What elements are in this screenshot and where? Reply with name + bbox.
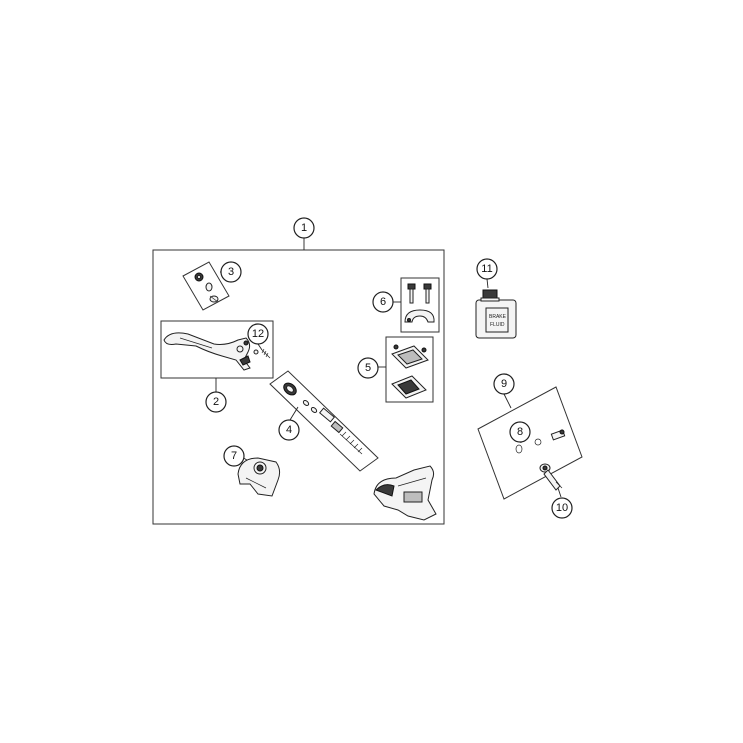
part-5-reservoir-cover [391,344,429,399]
callout-12: 12 [247,323,269,345]
callout-7-label: 7 [231,450,237,462]
frame-part-4 [269,370,379,472]
callout-11: 11 [476,258,498,280]
part-11-fluid-bottle: BRAKE FLUID [475,289,517,339]
callout-12-label: 12 [252,328,264,340]
frame-part-6 [400,277,440,333]
callout-9-label: 9 [501,378,507,390]
bottle-label-line2: FLUID [490,322,505,328]
callout-1-label: 1 [301,222,307,234]
callout-3-label: 3 [228,266,234,278]
frame-part-2 [160,320,274,379]
callout-9: 9 [493,373,515,395]
frame-part-5 [385,336,434,403]
master-cylinder-body [373,465,437,521]
leader-lines [215,238,562,498]
assembly-frame [152,249,445,525]
part-10-banjo-fitting [539,463,563,491]
part-4-piston-kit [283,382,363,455]
callout-8: 8 [509,421,531,443]
callout-8-label: 8 [517,426,523,438]
callout-6: 6 [372,291,394,313]
part-3-fasteners [194,272,219,303]
callout-4-label: 4 [286,424,292,436]
frame-part-9 [477,386,583,500]
part-6-clamp [404,283,435,323]
callout-4: 4 [278,419,300,441]
frame-part-3 [182,261,230,311]
callout-10-label: 10 [556,502,568,514]
callout-7: 7 [223,445,245,467]
bottle-label-line1: BRAKE [489,314,507,320]
callout-5-label: 5 [365,362,371,374]
part-12-adjuster-screw [253,348,271,359]
part-7-bracket [237,457,281,497]
callout-5: 5 [357,357,379,379]
part-2-brake-lever [163,332,251,371]
callout-11-label: 11 [481,263,492,275]
callout-3: 3 [220,261,242,283]
callout-1: 1 [293,217,315,239]
callout-10: 10 [551,497,573,519]
callout-2: 2 [205,391,227,413]
part-8-small-parts [515,429,566,454]
callout-2-label: 2 [213,396,219,408]
callout-6-label: 6 [380,296,386,308]
